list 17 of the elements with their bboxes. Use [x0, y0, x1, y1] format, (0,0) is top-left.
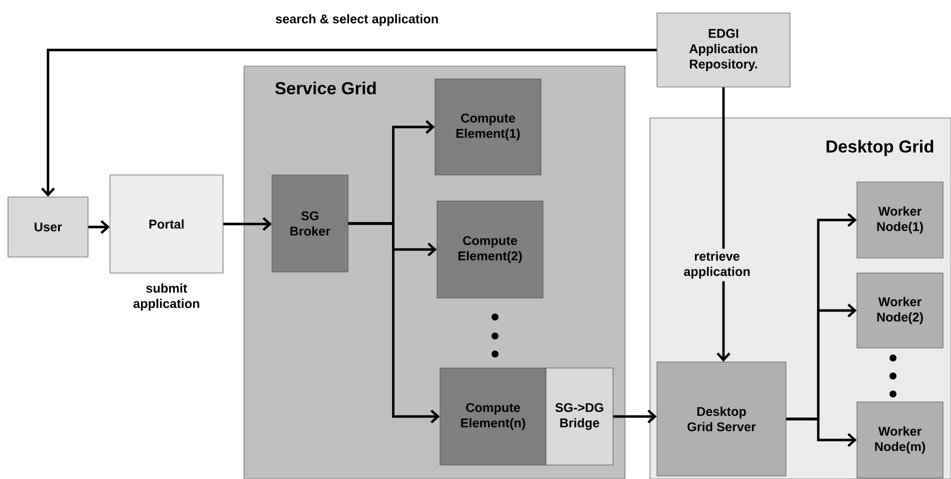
process-box: Compute Element(n) [440, 368, 546, 466]
process-box: EDGI Application Repository. [656, 12, 790, 88]
group-title: Desktop Grid [826, 140, 934, 156]
process-box: Compute Element(1) [434, 78, 542, 176]
process-box: User [8, 196, 88, 258]
edge-label: search & select application [276, 14, 438, 26]
process-box: Desktop Grid Server [656, 362, 786, 476]
process-box: Worker Node(2) [856, 272, 944, 348]
process-box: SG Broker [272, 174, 348, 272]
process-box: Compute Element(2) [436, 200, 544, 298]
process-box: Portal [110, 174, 224, 274]
step-label: submit application [133, 283, 200, 311]
process-box: SG->DG Bridge [546, 368, 614, 466]
edge-label: retrieve application [674, 248, 760, 282]
process-box: Worker Node(1) [856, 182, 944, 258]
process-box: Worker Node(m) [856, 402, 944, 478]
group-title: Service Grid [275, 82, 376, 94]
